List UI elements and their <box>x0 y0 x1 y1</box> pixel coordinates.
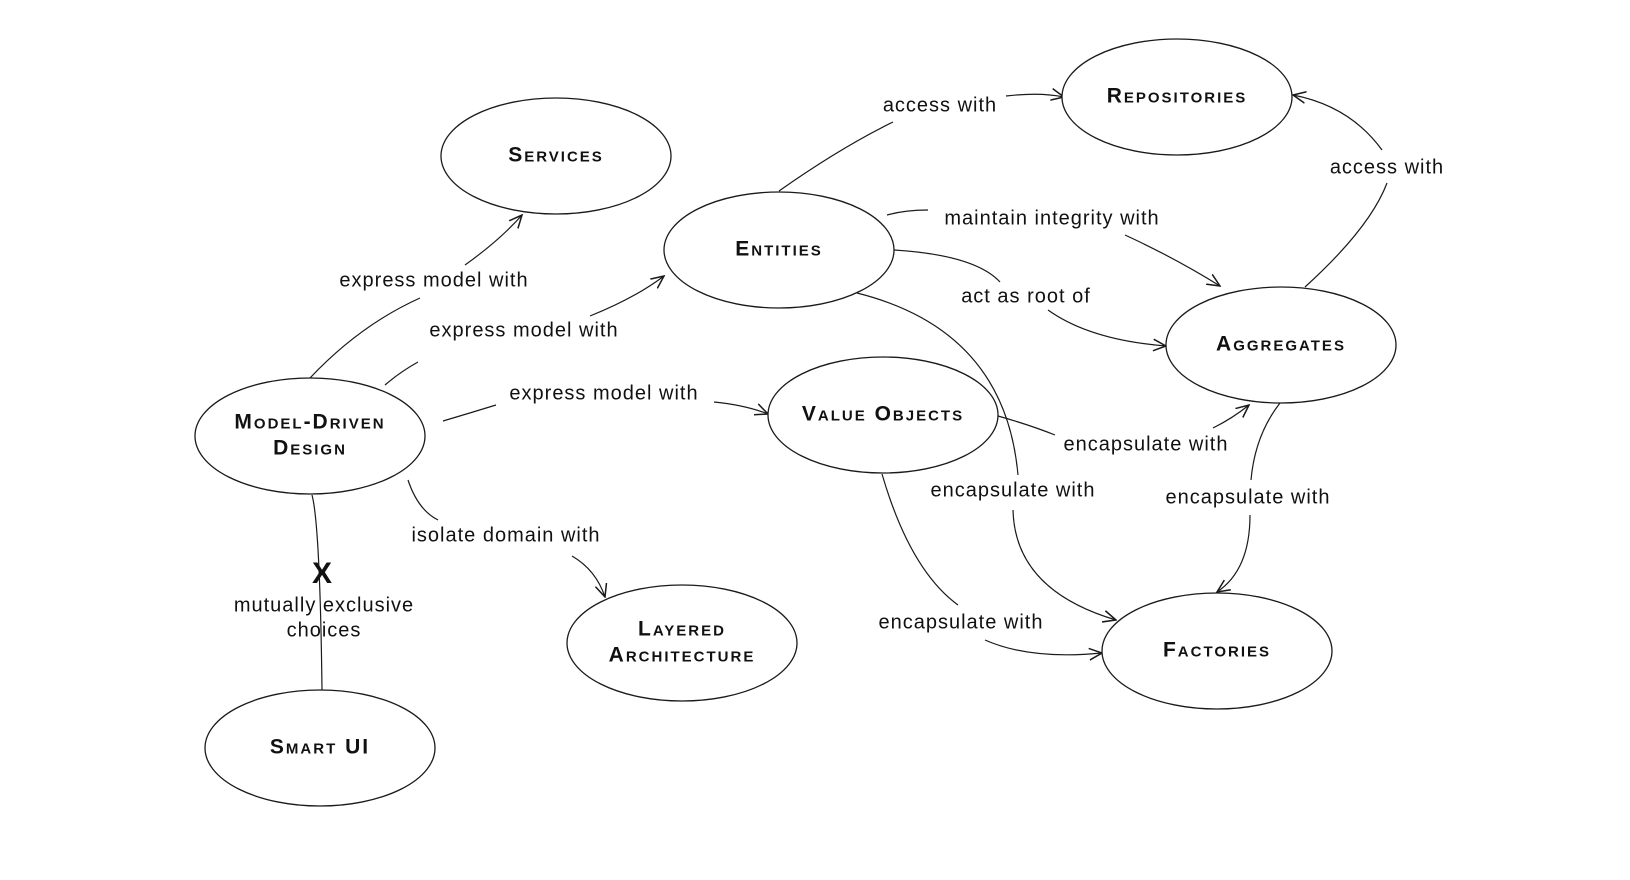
node-repositories: Repositories <box>1061 38 1293 156</box>
node-model-driven-design-ellipse <box>194 377 426 495</box>
label-value-objects-to-aggregates: encapsulate with <box>1064 433 1229 455</box>
edge-entities-to-repositories <box>778 121 894 192</box>
node-value-objects-ellipse <box>767 356 999 474</box>
node-services: Services <box>440 97 672 215</box>
label-aggregates-to-repositories: access with <box>1330 156 1444 178</box>
label-entities-maintain-aggregates: maintain integrity with <box>944 207 1159 229</box>
nodes: Services Repositories Entities Aggregate… <box>194 38 1397 807</box>
edge-value-objects-to-factories-tail <box>984 639 1102 655</box>
node-aggregates-label: Aggregates <box>1216 333 1346 356</box>
label-mutually-exclusive-line2: choices <box>287 619 362 641</box>
node-smart-ui: Smart UI <box>204 689 436 807</box>
node-layered-architecture: Layered Architecture <box>566 584 798 702</box>
node-services-label: Services <box>508 144 604 167</box>
edge-mdd-to-smart-ui <box>311 494 323 691</box>
label-entities-to-factories: encapsulate with <box>931 479 1096 501</box>
label-entities-root-aggregates: act as root of <box>961 285 1091 307</box>
edge-value-objects-to-factories <box>881 473 959 606</box>
edge-entities-root-aggregates <box>893 249 1001 283</box>
node-services-ellipse <box>440 97 672 215</box>
edge-mdd-to-value-objects-tail <box>713 401 768 414</box>
node-aggregates-ellipse <box>1165 286 1397 404</box>
edge-mdd-to-value-objects <box>442 404 497 422</box>
label-aggregates-to-factories: encapsulate with <box>1166 486 1331 508</box>
edge-entities-to-repositories-tail <box>1005 94 1064 97</box>
mutually-exclusive-mark: X <box>312 557 332 590</box>
label-mdd-to-layered: isolate domain with <box>411 524 600 546</box>
node-value-objects-label: Value Objects <box>802 403 964 426</box>
edge-mdd-to-services <box>309 297 421 379</box>
node-entities: Entities <box>663 191 895 309</box>
edge-mdd-to-services-tail <box>464 215 522 266</box>
node-layered-architecture-label-line1: Layered <box>638 618 726 641</box>
label-mdd-to-services: express model with <box>339 269 528 291</box>
node-aggregates: Aggregates <box>1165 286 1397 404</box>
edge-entities-maintain-aggregates-tail <box>1124 234 1220 286</box>
node-factories-ellipse <box>1101 592 1333 710</box>
edge-entities-to-factories <box>856 292 1019 476</box>
label-mutually-exclusive-line1: mutually exclusive <box>234 594 414 616</box>
edge-value-objects-to-aggregates <box>997 415 1056 436</box>
edge-labels: express model with express model with ex… <box>234 94 1444 641</box>
node-factories: Factories <box>1101 592 1333 710</box>
edge-aggregates-to-factories <box>1250 402 1281 481</box>
node-value-objects: Value Objects <box>767 356 999 474</box>
edge-mdd-to-entities-tail <box>589 276 664 317</box>
label-mdd-to-value-objects: express model with <box>509 382 698 404</box>
edge-mdd-to-layered-tail <box>571 555 605 597</box>
edge-value-objects-to-aggregates-tail <box>1212 405 1249 429</box>
node-layered-architecture-label-line2: Architecture <box>609 644 756 667</box>
node-repositories-label: Repositories <box>1107 85 1248 108</box>
edge-entities-root-aggregates-tail <box>1047 309 1166 346</box>
node-model-driven-design-label-line1: Model-Driven <box>234 411 385 434</box>
node-smart-ui-ellipse <box>204 689 436 807</box>
edge-mdd-to-entities <box>384 361 419 386</box>
node-smart-ui-label: Smart UI <box>270 736 370 759</box>
edge-aggregates-to-factories-tail <box>1217 514 1251 592</box>
edge-entities-maintain-aggregates <box>886 209 929 216</box>
label-value-objects-to-factories: encapsulate with <box>879 611 1044 633</box>
edge-aggregates-to-repositories <box>1304 182 1388 288</box>
node-entities-ellipse <box>663 191 895 309</box>
edge-entities-to-factories-tail <box>1012 509 1116 620</box>
node-layered-architecture-ellipse <box>566 584 798 702</box>
label-entities-to-repositories: access with <box>883 94 997 116</box>
edge-mdd-to-layered <box>407 479 439 521</box>
node-model-driven-design: Model-Driven Design <box>194 377 426 495</box>
edges <box>309 94 1388 691</box>
node-repositories-ellipse <box>1061 38 1293 156</box>
label-mdd-to-entities: express model with <box>429 319 618 341</box>
edge-aggregates-to-repositories-tail <box>1293 95 1383 151</box>
node-model-driven-design-label-line2: Design <box>273 437 347 460</box>
node-entities-label: Entities <box>735 238 823 261</box>
node-factories-label: Factories <box>1163 639 1271 662</box>
